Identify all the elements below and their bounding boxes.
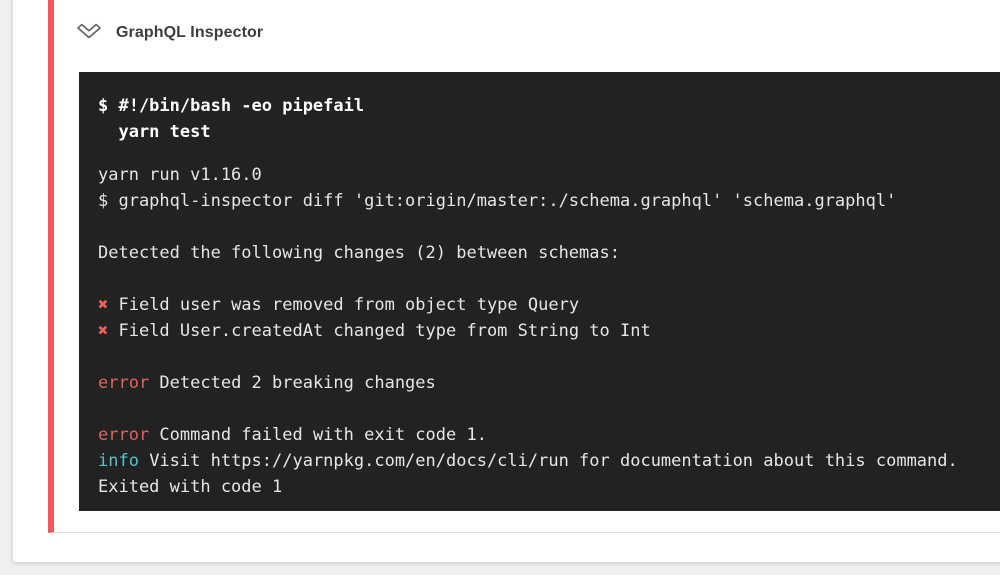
terminal-line: ✖ Field User.createdAt changed type from… (98, 321, 651, 341)
terminal-line: yarn test (98, 122, 211, 142)
error-badge: error (98, 373, 150, 393)
terminal-line: Exited with code 1 (98, 477, 283, 497)
terminal-line: ✖ Field user was removed from object typ… (98, 295, 580, 315)
collapse-chevron-icon[interactable] (76, 23, 102, 43)
error-badge: ✖ (98, 321, 109, 341)
info-badge: info (98, 451, 139, 471)
terminal-line: error Detected 2 breaking changes (98, 373, 436, 393)
step-title: GraphQL Inspector (116, 23, 264, 41)
terminal-line (98, 396, 1000, 422)
terminal-line: $ #!/bin/bash -eo pipefail (98, 96, 365, 116)
content-panel: GraphQL Inspector $ #!/bin/bash -eo pipe… (13, 0, 1000, 562)
step-header[interactable]: GraphQL Inspector (54, 0, 1000, 72)
terminal-line: Detected the following changes (2) betwe… (98, 243, 620, 263)
terminal-line: $ graphql-inspector diff 'git:origin/mas… (98, 191, 897, 211)
failed-step-card: GraphQL Inspector $ #!/bin/bash -eo pipe… (48, 0, 1000, 533)
terminal-output: $ #!/bin/bash -eo pipefail yarn test yar… (79, 72, 1000, 511)
error-badge: error (98, 425, 150, 445)
terminal-line: yarn run v1.16.0 (98, 165, 262, 185)
terminal-line (98, 145, 1000, 162)
terminal-line: info Visit https://yarnpkg.com/en/docs/c… (98, 451, 958, 471)
error-badge: ✖ (98, 295, 109, 315)
terminal-line (98, 344, 1000, 370)
terminal-line: error Command failed with exit code 1. (98, 425, 487, 445)
terminal-line (98, 214, 1000, 240)
terminal-line (98, 266, 1000, 292)
